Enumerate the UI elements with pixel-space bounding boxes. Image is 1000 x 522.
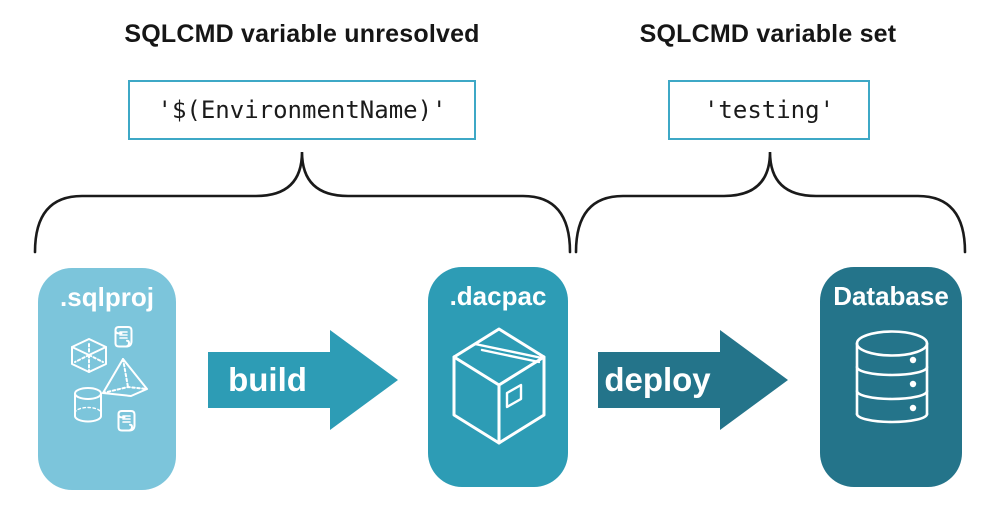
scroll-icon xyxy=(117,410,136,432)
build-arrow-label: build xyxy=(228,361,307,398)
node-sqlproj-label: .sqlproj xyxy=(60,282,154,312)
left-brace xyxy=(33,151,572,254)
heading-variable-unresolved: SQLCMD variable unresolved xyxy=(124,20,480,48)
cube-icon xyxy=(71,338,107,373)
heading-variable-set: SQLCMD variable set xyxy=(639,20,897,48)
node-dacpac: .dacpac xyxy=(428,267,568,487)
code-value-set: 'testing' xyxy=(703,96,835,124)
pyramid-icon xyxy=(102,358,148,397)
database-cylinder-icon xyxy=(855,330,929,424)
node-sqlproj: .sqlproj xyxy=(38,268,176,490)
cylinder-icon xyxy=(74,387,102,423)
node-database-label: Database xyxy=(833,281,949,311)
code-value-unresolved: '$(EnvironmentName)' xyxy=(157,96,447,124)
package-box-icon xyxy=(452,327,546,445)
deploy-arrow-label: deploy xyxy=(604,361,711,398)
right-brace xyxy=(574,151,967,254)
code-box-unresolved: '$(EnvironmentName)' xyxy=(128,80,476,140)
scroll-icon xyxy=(114,326,133,348)
node-dacpac-label: .dacpac xyxy=(449,281,547,311)
sql-objects-icon xyxy=(71,326,148,432)
code-box-set: 'testing' xyxy=(668,80,870,140)
node-database: Database xyxy=(820,267,962,487)
